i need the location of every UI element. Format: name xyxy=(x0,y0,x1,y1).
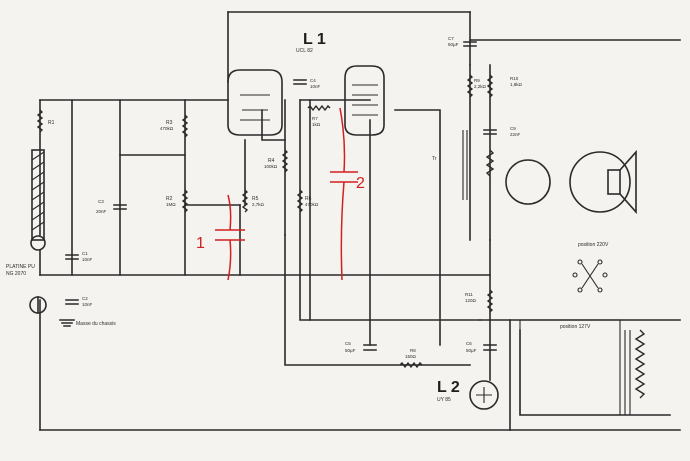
speaker xyxy=(505,149,637,215)
c6-label: C6 xyxy=(466,341,472,346)
resistor-r2 xyxy=(181,189,189,213)
red-label-2: 2 xyxy=(356,175,365,192)
pickup-model-label: NG 2070 xyxy=(6,271,26,277)
capacitor-c4 xyxy=(293,79,307,85)
red-annotations: 1 2 xyxy=(196,107,365,281)
c9-label: C9 xyxy=(510,126,516,131)
position-127-label: position 127V xyxy=(560,324,591,330)
c7-label: C7 xyxy=(448,36,454,41)
c1-label: C1 xyxy=(82,251,88,256)
position-220-label: position 220V xyxy=(578,242,609,248)
r5-value: 2,7kΩ xyxy=(252,202,265,207)
r9-label: R9 xyxy=(474,78,480,83)
pickup-cartridge: PLATINE PU NG 2070 xyxy=(6,149,46,277)
c5-label: C5 xyxy=(345,341,351,346)
capacitor-c2 xyxy=(65,299,79,305)
r4-value: 100kΩ xyxy=(264,164,278,169)
r2-label: R2 xyxy=(166,196,173,202)
tube-l1: L 1 UCL 82 xyxy=(227,31,385,136)
output-transformer-label: Tr xyxy=(432,156,437,162)
r8-value: 150Ω xyxy=(405,354,417,359)
r9-value: 2,2kΩ xyxy=(474,84,487,89)
red-cap-2 xyxy=(330,171,358,183)
r7-value: 1kΩ xyxy=(312,122,321,127)
voltage-selector-220: position 220V xyxy=(572,242,609,293)
resistor-r10 xyxy=(486,74,494,98)
capacitor-c9 xyxy=(483,129,497,135)
r10-label: R10 xyxy=(510,76,519,81)
c6-value: 50µF xyxy=(466,348,477,353)
capacitor-c6 xyxy=(483,344,497,351)
capacitor-c1 xyxy=(65,254,79,260)
r7-label: R7 xyxy=(312,116,318,121)
c4-label: C4 xyxy=(310,78,316,83)
resistor-r6 xyxy=(296,189,304,213)
power-transformer: position 127V xyxy=(519,319,646,416)
c3-value: 20nF xyxy=(96,209,107,214)
capacitor-c5 xyxy=(363,344,377,351)
capacitors: C1 10nF C2 10nF C3 20nF C4 10nF C5 50µF … xyxy=(65,36,521,353)
tube-l2: L 2 UY 85 xyxy=(437,379,499,410)
c9-value: 22nF xyxy=(510,132,521,137)
resistor-r3 xyxy=(181,114,189,138)
r6-label: R6 xyxy=(305,196,312,202)
r3-value: 470kΩ xyxy=(160,126,174,131)
c7-value: 50µF xyxy=(448,42,459,47)
r1-label: R1 xyxy=(48,120,55,126)
pickup-label: PLATINE PU xyxy=(6,264,35,270)
wiring xyxy=(39,11,681,431)
r2-value: 1MΩ xyxy=(166,202,176,207)
resistor-r5 xyxy=(241,189,249,213)
tube-l2-label: L 2 xyxy=(437,379,460,396)
r8-label: R8 xyxy=(410,348,416,353)
capacitor-c3 xyxy=(113,204,127,210)
c4-value: 10nF xyxy=(310,84,321,89)
r4-label: R4 xyxy=(268,158,275,164)
c2-value: 10nF xyxy=(82,302,93,307)
resistor-r1 xyxy=(36,109,44,133)
r10-value: 1,8kΩ xyxy=(510,82,523,87)
resistor-r7 xyxy=(307,104,331,112)
resistor-r8 xyxy=(399,361,423,369)
red-label-1: 1 xyxy=(196,235,205,252)
c2-label: C2 xyxy=(82,296,88,301)
resistor-r11 xyxy=(486,289,494,313)
c5-value: 50µF xyxy=(345,348,356,353)
c1-value: 10nF xyxy=(82,257,93,262)
resistors: R1 R2 1MΩ R3 470kΩ R4 100kΩ R5 2,7kΩ R6 … xyxy=(36,74,523,369)
resistor-r9 xyxy=(466,74,474,98)
resistor-r4 xyxy=(281,149,289,173)
output-transformer: Tr xyxy=(432,130,495,200)
tube-l1-type: UCL 82 xyxy=(296,48,313,54)
r11-value: 120Ω xyxy=(465,298,477,303)
chassis-ground: Masse du chassis xyxy=(29,296,116,327)
chassis-label: Masse du chassis xyxy=(76,321,116,327)
r6-value: 470kΩ xyxy=(305,202,319,207)
r3-label: R3 xyxy=(166,120,173,126)
c3-label: C3 xyxy=(98,199,104,204)
tube-l2-type: UY 85 xyxy=(437,397,451,403)
r5-label: R5 xyxy=(252,196,259,202)
r11-label: R11 xyxy=(465,292,473,297)
tube-l1-label: L 1 xyxy=(303,31,326,48)
capacitor-c7 xyxy=(463,41,477,47)
